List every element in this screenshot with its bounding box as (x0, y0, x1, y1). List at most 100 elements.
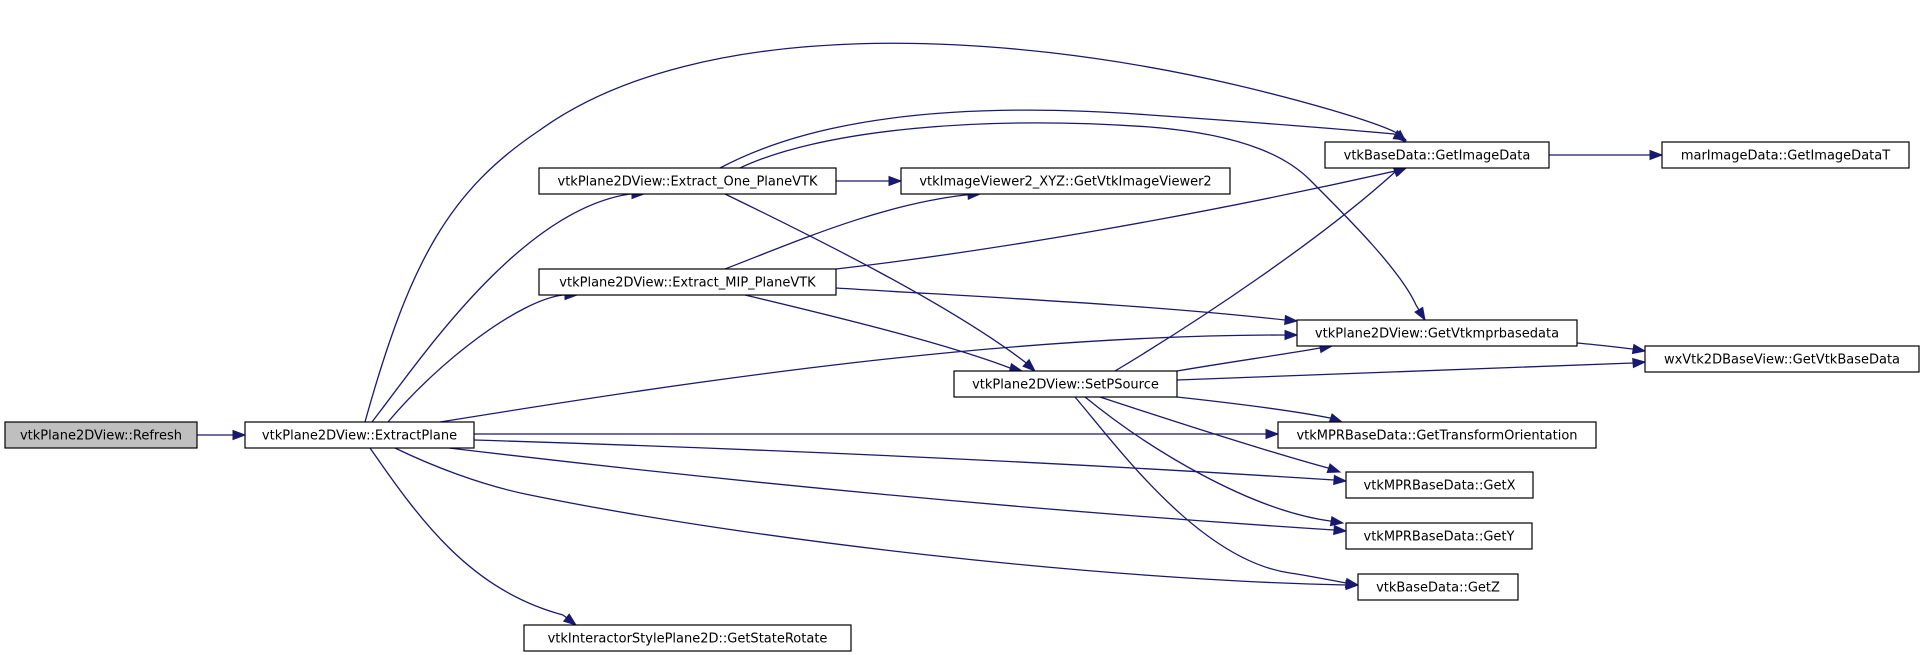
edge-extractPlane-to-getY (448, 447, 1348, 536)
node-box[interactable] (538, 167, 837, 195)
edge-line (369, 447, 564, 616)
edge-line (1074, 396, 1347, 584)
arrowhead-icon (1284, 329, 1299, 341)
node-box[interactable] (1296, 319, 1578, 347)
node-getImageData[interactable]: vtkBaseData::GetImageData (1324, 141, 1550, 169)
node-label: vtkPlane2DView::SetPSource (972, 378, 1159, 393)
nodes-layer: vtkPlane2DView::Refresh vtkPlane2DView::E… (4, 141, 1920, 652)
node-box[interactable] (1357, 573, 1519, 601)
edge-line (1176, 396, 1331, 419)
edge-line (439, 334, 1286, 423)
node-label: vtkPlane2DView::ExtractPlane (262, 429, 457, 444)
arrowhead-icon (1392, 167, 1408, 178)
edge-line (835, 287, 1286, 321)
node-box[interactable] (523, 624, 852, 652)
node-getStateRotate[interactable]: vtkInteractorStylePlane2D::GetStateRotat… (523, 624, 852, 652)
node-box[interactable] (4, 421, 198, 449)
edge-line (1084, 396, 1331, 522)
edge-stub (562, 614, 567, 619)
edge-extractPlane-to-getX (473, 439, 1348, 486)
node-label: vtkBaseData::GetZ (1376, 581, 1500, 596)
node-label: vtkBaseData::GetImageData (1344, 149, 1531, 164)
edge-line (448, 447, 1335, 531)
edge-line (719, 109, 1395, 169)
edge-extractOne-to-getVtkImageViewer2 (836, 175, 903, 187)
node-label: vtkInteractorStylePlane2D::GetStateRotat… (548, 632, 828, 647)
node-getTransformOrientation[interactable]: vtkMPRBaseData::GetTransformOrientation (1277, 421, 1597, 449)
arrowhead-icon (232, 429, 247, 441)
edge-extractOne-to-setPSource (724, 193, 1037, 372)
node-label: vtkPlane2DView::Refresh (20, 429, 182, 444)
edges-layer (197, 42, 1664, 626)
node-box[interactable] (1345, 522, 1533, 550)
node-box[interactable] (1644, 345, 1920, 373)
edge-line (394, 447, 1347, 586)
node-box[interactable] (1277, 421, 1597, 449)
edge-extractMIP-to-getVtkmprbasedata (835, 287, 1299, 326)
node-box[interactable] (1661, 141, 1910, 169)
edge-line (473, 439, 1335, 481)
node-box[interactable] (538, 268, 837, 296)
node-label: marImageData::GetImageDataT (1681, 149, 1890, 164)
node-extractMIP[interactable]: vtkPlane2DView::Extract_MIP_PlaneVTK (538, 268, 837, 296)
edge-setPSource-to-getX (1099, 396, 1342, 474)
edge-line (1176, 362, 1634, 381)
arrowhead-icon (1265, 428, 1280, 440)
node-extractOne[interactable]: vtkPlane2DView::Extract_One_PlaneVTK (538, 167, 837, 195)
edge-line (1099, 396, 1329, 469)
arrowhead-icon (1414, 306, 1426, 322)
edge-setPSource-to-getTransformOrientation (1176, 396, 1344, 424)
edge-extractPlane-to-getZ (394, 447, 1360, 591)
node-getY[interactable]: vtkMPRBaseData::GetY (1345, 522, 1533, 550)
node-box[interactable] (1324, 141, 1550, 169)
arrowhead-icon (1329, 515, 1345, 527)
arrowhead-icon (1333, 474, 1348, 486)
arrowhead-icon (888, 175, 903, 187)
arrowhead-icon (1333, 524, 1348, 536)
node-box[interactable] (953, 370, 1178, 398)
edge-line (364, 42, 1396, 423)
edge-setPSource-to-getZ (1074, 396, 1360, 589)
edge-stub (1415, 304, 1420, 311)
edge-line (835, 169, 1401, 270)
node-getVtkBaseData[interactable]: wxVtk2DBaseView::GetVtkBaseData (1644, 345, 1920, 373)
node-extractPlane[interactable]: vtkPlane2DView::ExtractPlane (244, 421, 475, 449)
node-label: vtkPlane2DView::Extract_MIP_PlaneVTK (559, 276, 816, 291)
arrowhead-icon (1284, 314, 1299, 326)
node-box[interactable] (244, 421, 475, 449)
node-box[interactable] (900, 167, 1231, 195)
edge-setPSource-to-getY (1084, 396, 1345, 527)
node-label: vtkMPRBaseData::GetX (1364, 479, 1516, 494)
node-getVtkmprbasedata[interactable]: vtkPlane2DView::GetVtkmprbasedata (1296, 319, 1578, 347)
edge-line (387, 294, 564, 423)
edge-line (739, 122, 1417, 306)
node-label: vtkMPRBaseData::GetY (1364, 530, 1515, 545)
edge-getImageData-to-getImageDataT (1549, 149, 1664, 161)
edge-line (744, 294, 1011, 369)
node-box[interactable] (1345, 471, 1534, 499)
node-label: vtkPlane2DView::Extract_One_PlaneVTK (558, 175, 818, 190)
node-label: vtkPlane2DView::GetVtkmprbasedata (1315, 327, 1559, 342)
edge-getVtkmprbasedata-to-getVtkBaseData (1576, 342, 1647, 355)
edge-extractOne-to-getImageData (719, 109, 1408, 169)
edge-extractPlane-to-extractOne (371, 188, 646, 423)
arrowhead-icon (1326, 463, 1342, 474)
edge-extractPlane-to-getStateRotate (369, 447, 578, 626)
node-getVtkImageViewer2[interactable]: vtkImageViewer2_XYZ::GetVtkImageViewer2 (900, 167, 1231, 195)
edge-extractPlane-to-getImageData (364, 42, 1408, 423)
edge-stub (1393, 133, 1396, 136)
node-refresh[interactable]: vtkPlane2DView::Refresh (4, 421, 198, 449)
edge-line (1576, 342, 1634, 350)
edge-setPSource-to-getVtkBaseData (1176, 357, 1647, 381)
node-getX[interactable]: vtkMPRBaseData::GetX (1345, 471, 1534, 499)
edge-setPSource-to-getVtkmprbasedata (1176, 342, 1334, 372)
node-setPSource[interactable]: vtkPlane2DView::SetPSource (953, 370, 1178, 398)
edge-extractPlane-to-getTransformOrientation (474, 428, 1280, 440)
edge-extractOne-to-getVtkmprbasedata (739, 122, 1426, 322)
node-getZ[interactable]: vtkBaseData::GetZ (1357, 573, 1519, 601)
edge-line (1114, 171, 1396, 372)
edge-line (724, 193, 1026, 363)
node-getImageDataT[interactable]: marImageData::GetImageDataT (1661, 141, 1910, 169)
node-label: vtkMPRBaseData::GetTransformOrientation (1296, 429, 1577, 444)
